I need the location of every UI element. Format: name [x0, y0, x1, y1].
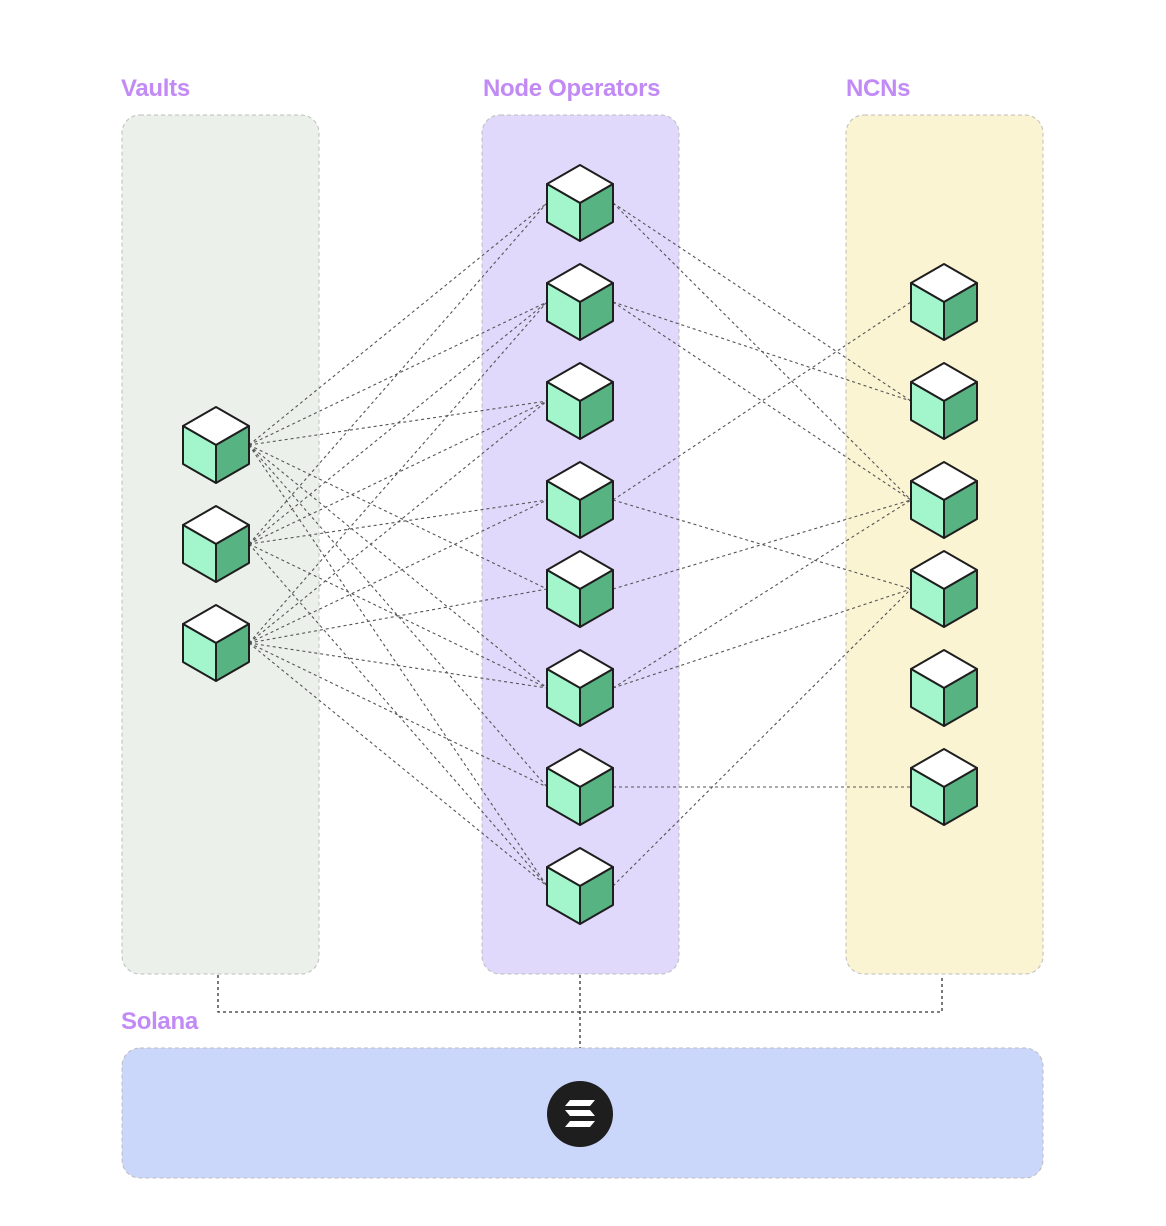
ncn-cube-icon [910, 461, 978, 539]
ncn-cube-icon [910, 362, 978, 440]
cubes [182, 164, 978, 925]
vault-operator-edge [248, 444, 548, 590]
ncn-cube-icon [910, 263, 978, 341]
ncns-panel [845, 114, 1044, 975]
vault-operator-edge [248, 543, 548, 887]
vault-operator-edge [248, 301, 548, 446]
node-operator-cube-icon [546, 362, 614, 440]
node-operator-cube-icon [546, 164, 614, 242]
solana-logo-icon [547, 1081, 613, 1147]
vault-operator-edge [248, 588, 548, 644]
vault-operator-edge [248, 202, 548, 446]
node-operators-panel [481, 114, 680, 975]
operator-ncn-edge [612, 301, 912, 402]
operator-ncn-edge [612, 588, 912, 689]
vaults-label: Vaults [121, 75, 190, 102]
vault-operator-edge [248, 400, 548, 446]
node-operator-cube-icon [546, 550, 614, 628]
vault-operator-edge [248, 400, 548, 644]
node-operator-cube-icon [546, 649, 614, 727]
node-operator-cube-icon [546, 461, 614, 539]
node-operator-cube-icon [546, 847, 614, 925]
vault-cube-icon [182, 406, 250, 484]
ncn-cube-icon [910, 550, 978, 628]
connections [248, 202, 912, 887]
ncn-cube-icon [910, 748, 978, 826]
node-operator-cube-icon [546, 748, 614, 826]
ncn-cube-icon [910, 649, 978, 727]
vault-cube-icon [182, 505, 250, 583]
vault-operator-edge [248, 642, 548, 689]
vault-cube-icon [182, 604, 250, 682]
node-operators-label: Node Operators [483, 75, 661, 102]
vault-operator-edge [248, 543, 548, 689]
node-operator-cube-icon [546, 263, 614, 341]
vault-operator-edge [248, 642, 548, 788]
vault-operator-edge [248, 499, 548, 644]
vault-operator-edge [248, 444, 548, 788]
vault-operator-edge [248, 642, 548, 887]
operator-ncn-edge [612, 499, 912, 590]
solana-label: Solana [121, 1008, 198, 1035]
operator-ncn-edge [612, 499, 912, 590]
ncns-label: NCNs [846, 75, 911, 102]
vault-operator-edge [248, 301, 548, 545]
operator-ncn-edge [612, 588, 912, 887]
solana-connector [217, 975, 943, 1048]
vault-operator-edge [248, 444, 548, 689]
vault-operator-edge [248, 400, 548, 545]
operator-ncn-edge [612, 499, 912, 689]
vault-operator-edge [248, 499, 548, 545]
